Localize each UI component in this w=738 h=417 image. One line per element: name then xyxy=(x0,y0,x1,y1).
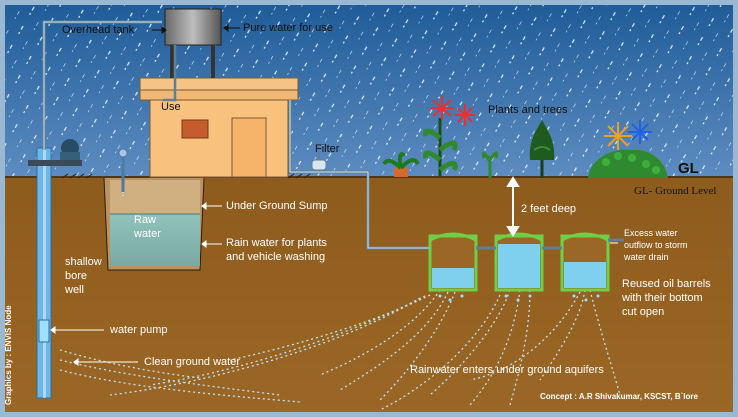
aquifer-seepage xyxy=(109,289,621,411)
label-underground-sump: Under Ground Sump xyxy=(226,200,328,212)
recharge-pipe-inner xyxy=(289,100,440,249)
label-raw-water-2: water xyxy=(134,228,161,240)
label-water-pump: water pump xyxy=(110,324,168,336)
clean-groundwater-layer xyxy=(59,349,301,403)
label-gl: GL xyxy=(678,160,699,177)
water-pump xyxy=(38,319,50,343)
label-excess-2: outflow to storm xyxy=(624,240,688,250)
label-clean-ground-water: Clean ground water xyxy=(144,356,241,368)
label-shallow-3: well xyxy=(65,284,84,296)
label-excess-3: water drain xyxy=(624,252,669,262)
label-reused-3: cut open xyxy=(622,306,665,318)
label-rainwater-enters: Rainwater enters under ground aquifers xyxy=(410,364,604,376)
overhead-tank xyxy=(164,8,222,78)
label-reused-2: with their bottom xyxy=(622,292,703,304)
use-pipe xyxy=(163,45,177,102)
label-excess-1: Excess water xyxy=(624,228,678,238)
bore-well-highlight xyxy=(43,150,46,398)
recharge-barrel-2 xyxy=(494,232,544,292)
label-pure-water: Pure water for use xyxy=(243,22,333,34)
recharge-barrel-1 xyxy=(428,232,478,292)
label-reused-1: Reused oil barrels xyxy=(622,278,711,290)
label-shallow-1: shallow xyxy=(65,256,102,268)
filter-icon xyxy=(311,152,327,171)
credit-concept: Concept : A.R Shivakumar, KSCST, B`lore xyxy=(540,392,698,401)
barrel-connectors xyxy=(476,238,624,250)
label-filter: Filter xyxy=(315,143,340,155)
sump-handpump xyxy=(118,148,128,198)
house xyxy=(139,77,299,178)
plants-and-trees xyxy=(382,96,668,178)
label-raw-water-1: Raw xyxy=(134,214,157,226)
depth-arrow xyxy=(506,176,520,237)
label-two-feet-deep: 2 feet deep xyxy=(521,203,577,215)
label-rain-water-1: Rain water for plants xyxy=(226,237,327,249)
label-plants-trees: Plants and trees xyxy=(488,104,568,116)
label-use: Use xyxy=(161,101,181,113)
recharge-barrel-3 xyxy=(560,232,610,292)
pump-head xyxy=(28,139,82,166)
label-overhead-tank: Overhead tank xyxy=(62,24,135,36)
label-gl-ground-level: GL- Ground Level xyxy=(634,185,717,197)
barrel-drips xyxy=(438,294,600,302)
supply-pipe-inner xyxy=(43,21,162,150)
label-arrows xyxy=(152,24,240,34)
label-rain-water-2: and vehicle washing xyxy=(226,251,326,263)
underground-sump xyxy=(103,177,205,271)
ground-hatch xyxy=(61,173,311,179)
credit-graphics: Graphics by : ENVIS Node xyxy=(4,305,13,405)
label-shallow-2: bore xyxy=(65,270,88,282)
rain-streaks xyxy=(5,5,733,177)
label-arrows-white xyxy=(50,202,618,366)
